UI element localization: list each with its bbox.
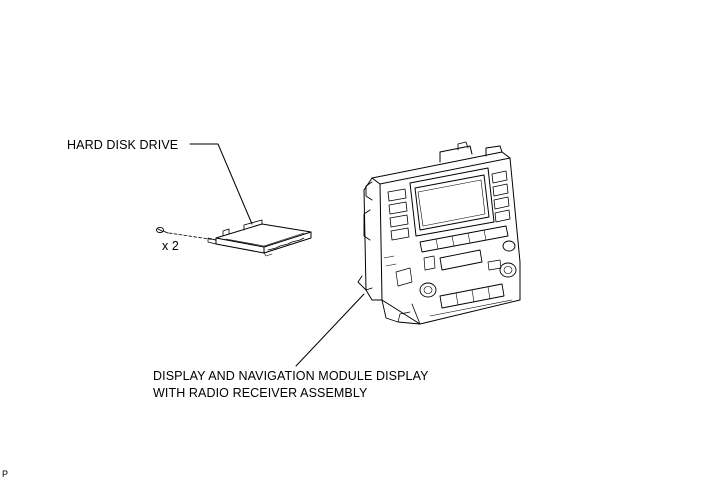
screw-quantity-label: x 2: [162, 239, 179, 253]
display-navigation-module-part: [357, 141, 521, 325]
hdd-leader-line: [189, 143, 253, 225]
display-leader-line: [295, 293, 365, 367]
screw-icon: [156, 226, 169, 234]
screw-dash-line: [168, 232, 217, 241]
display-module-label: DISPLAY AND NAVIGATION MODULE DISPLAY WI…: [153, 368, 429, 402]
hard-disk-drive-label: HARD DISK DRIVE: [67, 138, 179, 152]
hard-disk-drive-part: [207, 219, 312, 257]
figure-code-label: P: [2, 469, 9, 479]
display-module-label-line2: WITH RADIO RECEIVER ASSEMBLY: [153, 386, 368, 400]
display-module-label-line1: DISPLAY AND NAVIGATION MODULE DISPLAY: [153, 369, 429, 383]
